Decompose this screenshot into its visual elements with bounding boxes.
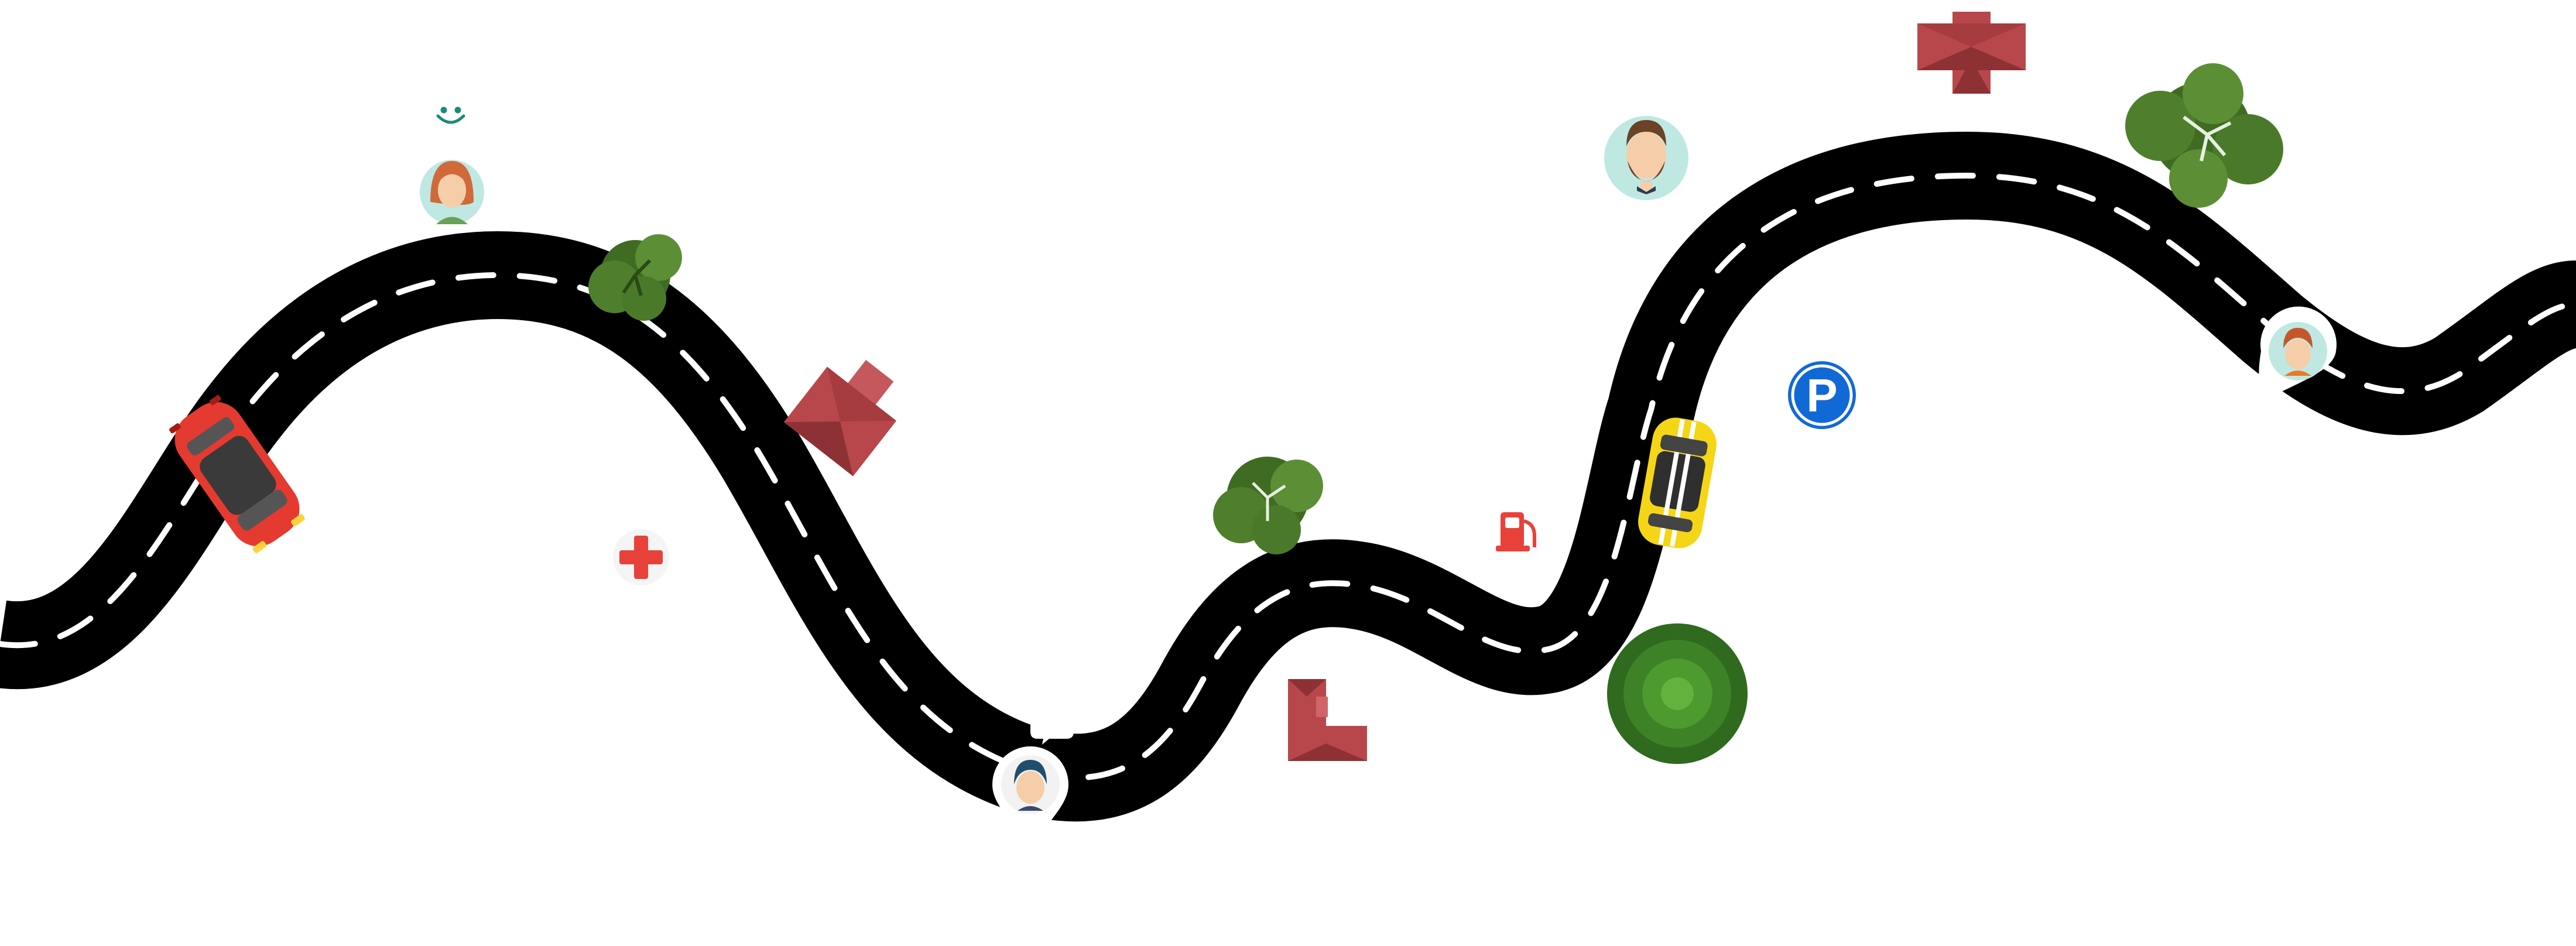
- pin-boy: [2259, 306, 2337, 404]
- avatar-bearded-man: [1604, 116, 1688, 200]
- car-headlight: [252, 541, 267, 553]
- house-roof-1: [783, 359, 897, 477]
- tree-1: [588, 234, 682, 321]
- car-taillight: [169, 423, 181, 434]
- pin-girl: [992, 746, 1068, 846]
- house-roof-3: [1917, 12, 2026, 94]
- car-taillight: [209, 395, 221, 406]
- tree-3-bush: [1607, 623, 1748, 764]
- road: [0, 132, 2576, 822]
- avatar-woman: [420, 160, 484, 224]
- car-windshield: [237, 489, 287, 531]
- yellow-taxi: [1638, 417, 1717, 549]
- house-roof-2: [1288, 679, 1367, 761]
- parking-sign-icon: P: [1788, 361, 1856, 429]
- car-roof: [200, 436, 276, 515]
- tree-2: [1213, 457, 1323, 554]
- first-aid-icon: [613, 529, 669, 585]
- lane-marking: [0, 172, 2576, 781]
- parking-letter: P: [1806, 369, 1837, 421]
- red-car: [169, 395, 305, 553]
- taxi-windshield: [1660, 434, 1708, 457]
- car-rear-window: [187, 417, 235, 456]
- taxi-rear-window: [1647, 513, 1693, 533]
- tree-4: [2125, 63, 2283, 208]
- fuel-station-icon: [1496, 512, 1536, 551]
- speech-bubble-icon: [1030, 719, 1074, 745]
- smile-icon: [436, 107, 465, 124]
- car-headlight: [291, 514, 305, 526]
- taxi-roof: [1650, 451, 1705, 512]
